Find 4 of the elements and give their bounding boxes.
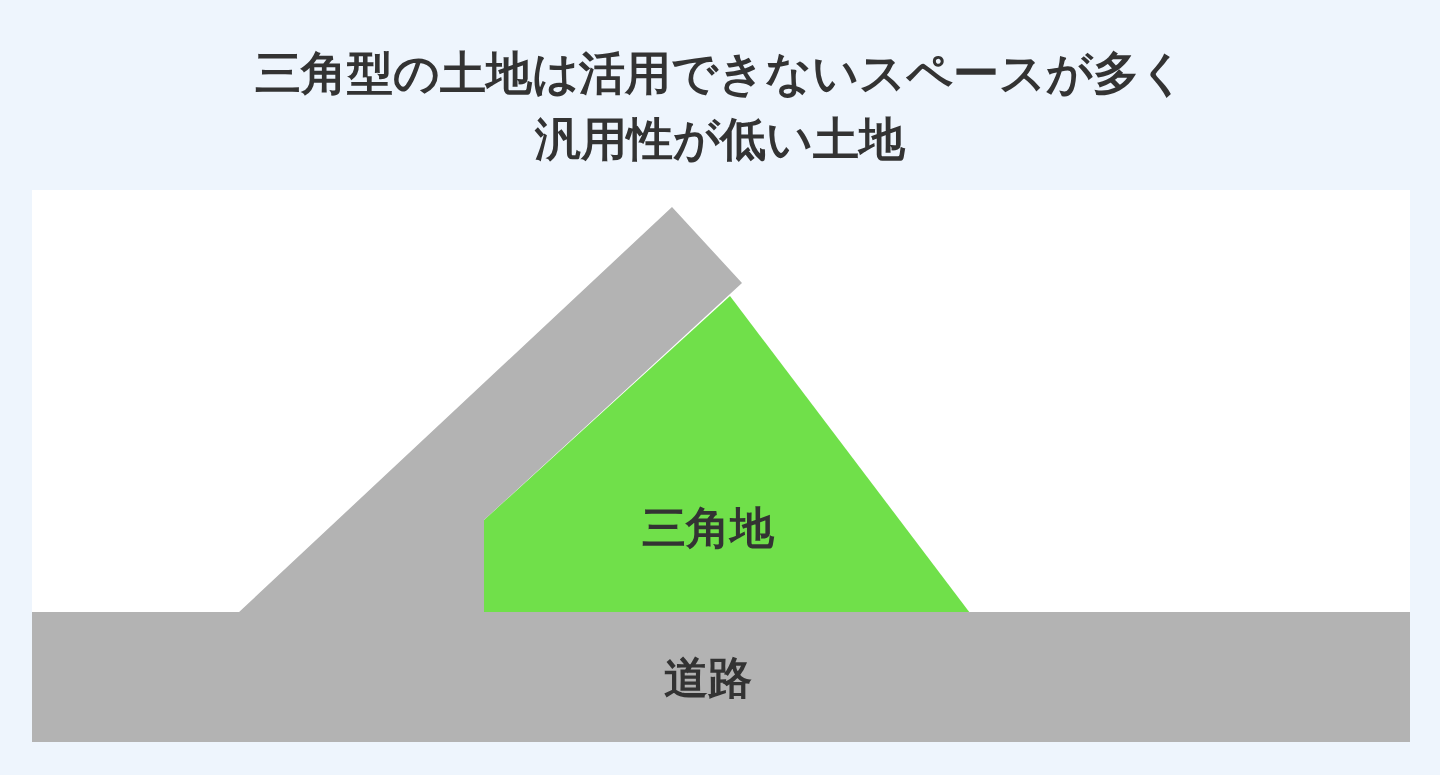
road-band (32, 612, 1410, 742)
area-label: 道路 (664, 650, 752, 705)
title: 三角型の土地は活用できないスペースが多く汎用性が低い土地 (253, 45, 1187, 168)
area-label: 三角地 (642, 500, 774, 555)
